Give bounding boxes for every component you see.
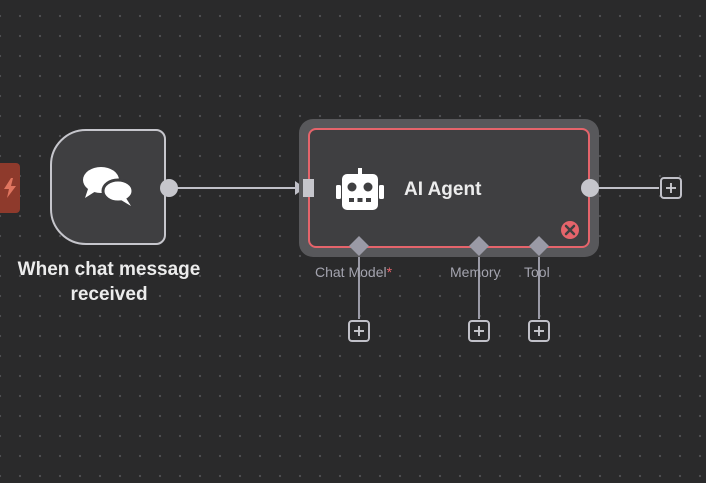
memory-port-diamond[interactable] — [469, 236, 489, 256]
trigger-label-line2: received — [70, 284, 148, 305]
add-chat-model-button[interactable] — [348, 320, 370, 342]
plus-icon — [354, 326, 364, 336]
chat-bubbles-icon — [83, 167, 135, 206]
chat-model-port-label: Chat Model* — [315, 263, 392, 281]
robot-icon — [336, 168, 384, 210]
trigger-tab[interactable] — [0, 163, 20, 213]
agent-output-port[interactable] — [581, 179, 599, 197]
add-tool-button[interactable] — [528, 320, 550, 342]
add-memory-button[interactable] — [468, 320, 490, 342]
plus-icon — [666, 183, 676, 193]
chat-model-label-text: Chat Model — [315, 264, 387, 280]
chat-trigger-node[interactable] — [50, 129, 166, 245]
tool-port-label: Tool — [524, 264, 550, 280]
memory-port-label: Memory — [450, 264, 501, 280]
tool-port-diamond[interactable] — [529, 236, 549, 256]
error-x-icon[interactable] — [560, 220, 580, 240]
lightning-bolt-icon — [4, 178, 16, 198]
ai-agent-title: AI Agent — [404, 179, 482, 200]
agent-input-port[interactable] — [303, 179, 314, 197]
plus-icon — [474, 326, 484, 336]
trigger-output-port[interactable] — [160, 179, 178, 197]
plus-icon — [534, 326, 544, 336]
required-marker: * — [386, 264, 393, 280]
trigger-node-label: When chat message received — [0, 257, 218, 307]
chat-model-port-diamond[interactable] — [349, 236, 369, 256]
ai-agent-node[interactable]: AI Agent — [308, 128, 590, 248]
trigger-label-line1: When chat message — [17, 259, 201, 280]
add-next-node-button[interactable] — [660, 177, 682, 199]
